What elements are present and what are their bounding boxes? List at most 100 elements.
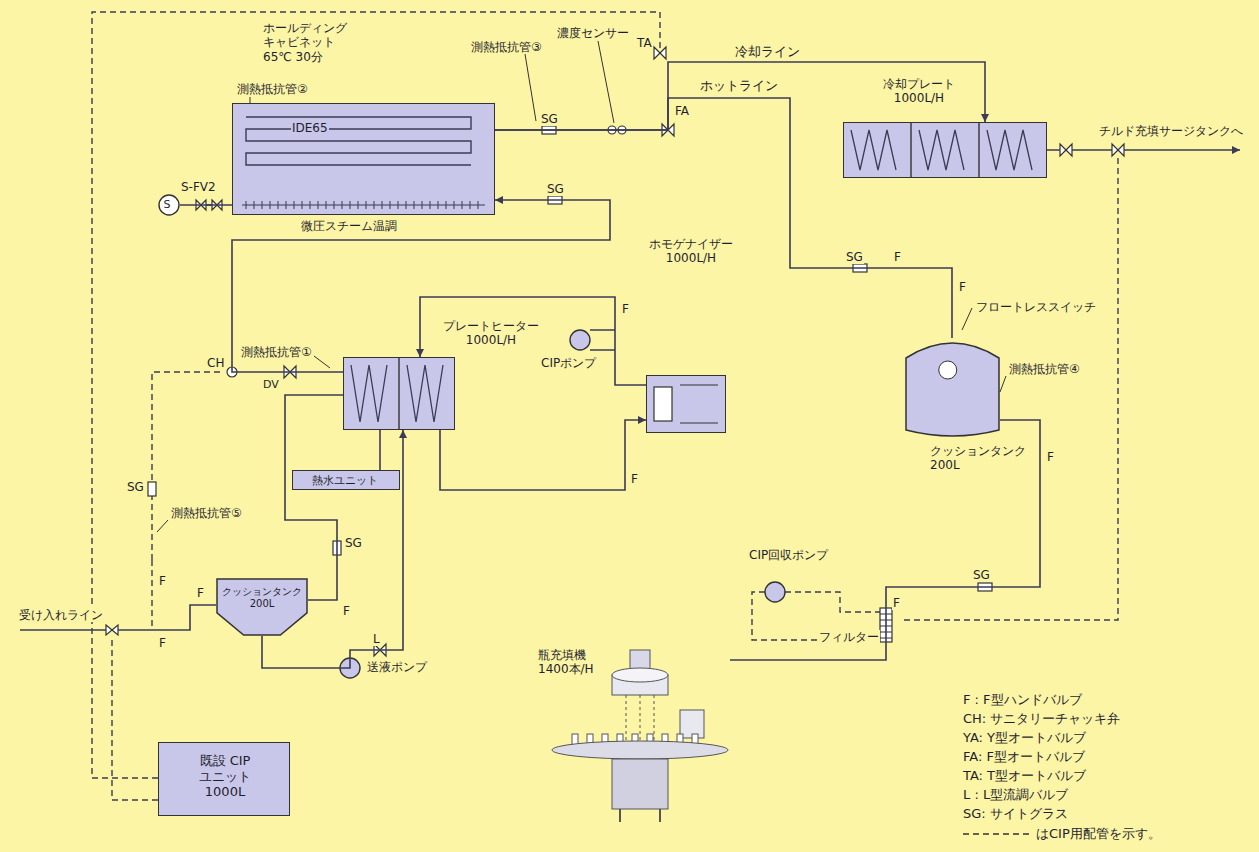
part-label: CIP回収ポンプ bbox=[748, 548, 829, 562]
plate-divider bbox=[398, 357, 399, 430]
leader-line bbox=[157, 520, 168, 532]
plate-flow bbox=[987, 130, 1032, 170]
part-label: S-FV2 bbox=[180, 180, 217, 194]
part-label: 測熱抵抗管② bbox=[236, 82, 309, 96]
part-label: F bbox=[892, 596, 901, 610]
node-heading: 瓶充填機 1400本/H bbox=[538, 648, 610, 677]
node-text: IDE65 bbox=[291, 121, 329, 135]
float-ball bbox=[939, 361, 957, 379]
part-label: フィルター bbox=[818, 630, 880, 644]
steam-nozzle bbox=[246, 201, 478, 209]
legend-entry: CH: サニタリーチャッキ弁 bbox=[963, 711, 1120, 727]
holding-cabinet: ホールディング キャビネット 65℃ 30分IDE65微圧スチーム温調 bbox=[232, 103, 495, 215]
cip-pipe bbox=[112, 640, 158, 800]
node-text: 熱水ユニット bbox=[293, 474, 396, 487]
plate-heater: プレートヒーター 1000L/H bbox=[343, 357, 455, 430]
cushion-tank: クッションタンク 200L bbox=[216, 578, 308, 636]
leader-line bbox=[598, 41, 614, 123]
node-heading: 微圧スチーム温調 bbox=[301, 219, 397, 233]
pipe-connector bbox=[180, 204, 232, 206]
leader-line bbox=[1000, 376, 1006, 392]
pipe-connector bbox=[379, 430, 381, 470]
part-label: F bbox=[630, 472, 639, 486]
part-label: F bbox=[893, 250, 902, 264]
sight-glass bbox=[148, 482, 156, 496]
plate-flow bbox=[851, 130, 896, 170]
node-heading: プレートヒーター 1000L/H bbox=[441, 319, 541, 348]
cushion-tank: クッションタンク 200L bbox=[905, 338, 1000, 438]
tank-outline bbox=[217, 579, 307, 635]
filler-base bbox=[612, 759, 668, 809]
cip-unit: 既設 CIP ユニット 1000L bbox=[158, 742, 290, 816]
legend-entry: F : F型ハンドバルブ bbox=[963, 692, 1082, 708]
hot-water-unit: 熱水ユニット bbox=[292, 470, 400, 490]
pump-head bbox=[654, 387, 672, 421]
valve-symbol bbox=[654, 47, 666, 59]
plate-divider bbox=[910, 122, 911, 178]
pipe-connector bbox=[232, 200, 610, 372]
cip-pipe bbox=[152, 372, 222, 560]
part-label: F bbox=[158, 636, 167, 650]
filler-nozzle bbox=[626, 695, 654, 740]
part-label: DV bbox=[262, 378, 280, 391]
part-label: SG bbox=[344, 536, 363, 550]
legend-line-sample bbox=[963, 833, 1030, 834]
pipe-connector bbox=[440, 420, 646, 490]
part-label: 測熱抵抗管① bbox=[240, 345, 313, 359]
legend-entry: FA: F型オートバルブ bbox=[963, 749, 1085, 765]
heating-coil bbox=[246, 117, 471, 165]
process-pipe bbox=[590, 330, 615, 350]
pump-symbol bbox=[570, 330, 590, 350]
part-label: CH bbox=[206, 356, 225, 370]
plate-heater-shape bbox=[343, 357, 455, 430]
legend-entry: YA: Y型オートバルブ bbox=[963, 730, 1086, 746]
homogenizer-shape bbox=[646, 375, 726, 433]
homogenizer: ホモゲナイザー 1000L/H bbox=[646, 375, 726, 433]
plate-flow bbox=[351, 365, 387, 422]
part-label: F bbox=[342, 604, 351, 618]
node-text: クッションタンク 200L bbox=[218, 586, 306, 610]
legend-entry: SG: サイトグラス bbox=[963, 806, 1068, 822]
cushion-tank-shape bbox=[905, 338, 1000, 438]
steam-source: S bbox=[158, 196, 180, 214]
leader-line bbox=[314, 356, 330, 368]
part-label: SG bbox=[546, 182, 565, 196]
process-pipe bbox=[1047, 149, 1240, 151]
part-label: CIPポンプ bbox=[540, 356, 597, 370]
valve-symbol bbox=[1112, 144, 1124, 156]
cooling-plate: 冷却プレート 1000L/H bbox=[843, 122, 1047, 178]
part-label: SG bbox=[540, 112, 559, 126]
part-label: 測熱抵抗管⑤ bbox=[170, 506, 243, 520]
plate-flow bbox=[919, 130, 964, 170]
pump-symbol bbox=[765, 582, 785, 602]
legend-entry: TA: T型オートバルブ bbox=[963, 768, 1086, 784]
node-heading: ホモゲナイザー 1000L/H bbox=[641, 237, 741, 266]
part-label: F bbox=[158, 574, 167, 588]
cooling-plate-shape bbox=[843, 122, 1047, 178]
pipe-connector bbox=[285, 395, 343, 600]
line-label: 冷却ライン bbox=[735, 44, 800, 60]
node-text: S bbox=[158, 198, 176, 211]
part-label: FA bbox=[674, 104, 690, 118]
legend-entry: はCIP用配管を示す。 bbox=[1036, 826, 1161, 842]
cip-pipe bbox=[785, 592, 880, 612]
part-label: 送液ポンプ bbox=[366, 660, 428, 674]
valve-symbol bbox=[106, 47, 1124, 656]
part-label: チルド充填サージタンクへ bbox=[1098, 124, 1244, 138]
cip-pipe bbox=[92, 12, 660, 778]
part-label: F bbox=[1046, 450, 1055, 464]
cip-pipe bbox=[900, 158, 1118, 620]
legend-line-sample bbox=[963, 833, 1030, 834]
part-label: SG bbox=[126, 480, 145, 494]
part-label: F bbox=[958, 280, 967, 294]
valve-symbol bbox=[106, 625, 118, 635]
part-label: F bbox=[196, 586, 205, 600]
node-heading: ホールディング キャビネット 65℃ 30分 bbox=[263, 21, 355, 64]
pipe-connector bbox=[730, 420, 1040, 660]
legend-entry: L : L型流調バルブ bbox=[963, 787, 1068, 803]
line-label: ホットライン bbox=[700, 78, 778, 94]
leader-line bbox=[525, 54, 536, 121]
steam-circle bbox=[159, 195, 179, 215]
